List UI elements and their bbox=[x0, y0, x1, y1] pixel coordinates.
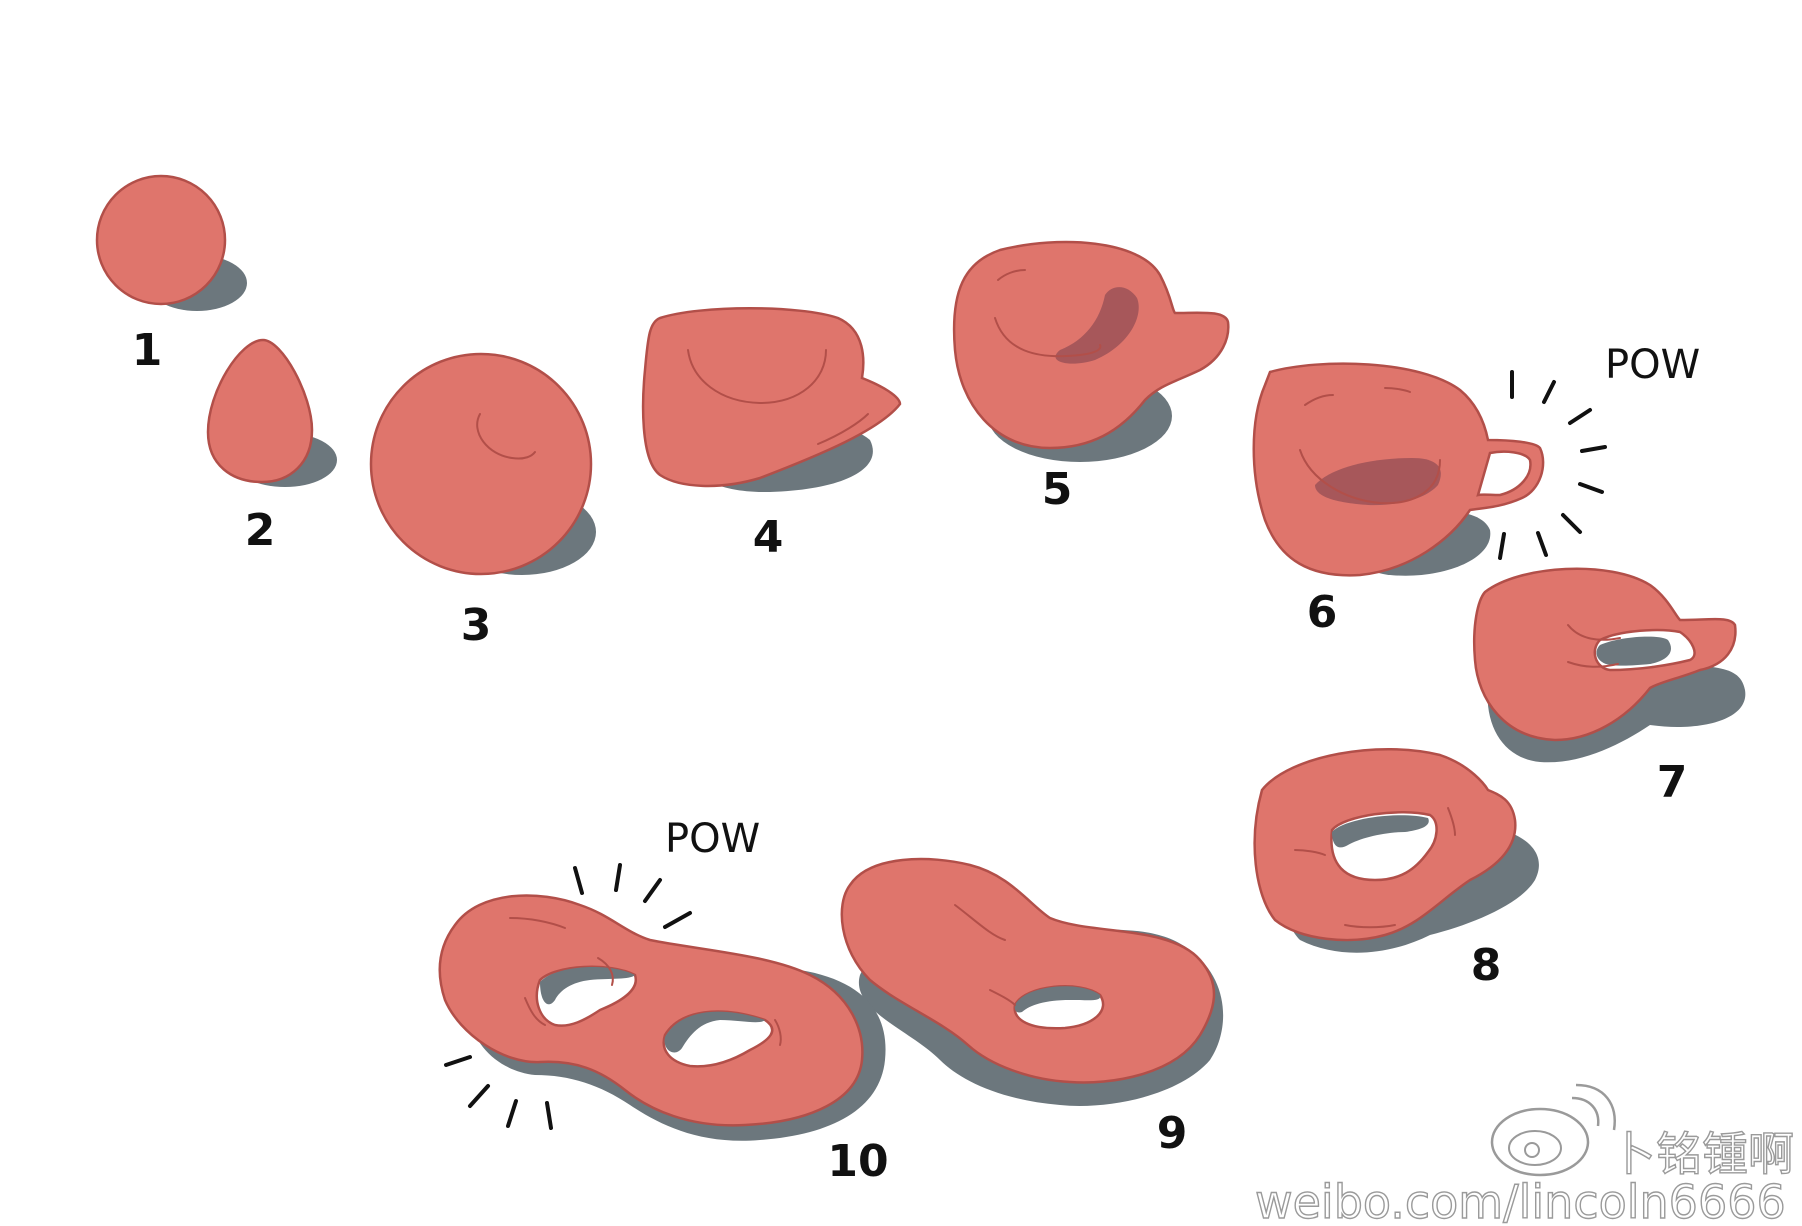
shape-4-lip-crease bbox=[817, 413, 869, 445]
step-label-6: 6 bbox=[1307, 587, 1338, 638]
step-label-8: 8 bbox=[1471, 940, 1502, 991]
shape-6-top-crease-right bbox=[1384, 387, 1411, 393]
shape-9-inner-shadow bbox=[1014, 986, 1101, 1013]
shape-10-body bbox=[438, 894, 864, 1127]
step-label-7: 7 bbox=[1657, 757, 1688, 808]
shape-4-rim-crease bbox=[687, 349, 827, 405]
shape-3-body bbox=[369, 352, 593, 576]
step-label-5: 5 bbox=[1042, 464, 1073, 515]
shape-2-body bbox=[206, 338, 314, 484]
shape-9-body bbox=[840, 857, 1216, 1084]
impact-tick bbox=[614, 863, 622, 892]
shape-9-stretched-torus bbox=[840, 857, 1224, 1106]
shape-4-bowl bbox=[641, 307, 902, 493]
shape-5-rim-crease bbox=[994, 317, 1102, 358]
shape-1-body bbox=[95, 174, 227, 306]
impact-tick bbox=[1561, 513, 1582, 534]
shape-10-crease-left bbox=[524, 997, 546, 1026]
pow-label-upper: POW bbox=[1605, 342, 1700, 388]
impact-tick bbox=[506, 1099, 518, 1128]
step-label-2: 2 bbox=[245, 505, 276, 556]
shape-6-inner-hollow bbox=[1315, 458, 1441, 506]
impact-tick bbox=[573, 866, 584, 895]
watermark-url: weibo.com/lincoln6666 bbox=[1255, 1175, 1786, 1226]
step-label-1: 1 bbox=[132, 325, 163, 376]
shape-4-body bbox=[641, 307, 902, 488]
shape-10-crease-mid bbox=[597, 957, 614, 986]
watermark: 卜铭锺啊 weibo.com/lincoln6666 bbox=[1254, 1083, 1795, 1226]
step-label-9: 9 bbox=[1157, 1108, 1188, 1159]
shape-8-crease-right bbox=[1447, 807, 1456, 836]
impact-tick bbox=[663, 911, 692, 929]
impact-lines-upper bbox=[1498, 370, 1607, 560]
shape-10-double-torus bbox=[438, 894, 886, 1141]
shape-8-torus bbox=[1253, 747, 1539, 953]
shape-10-hole-left-shadow bbox=[540, 966, 635, 1005]
pow-label-lower: POW bbox=[665, 816, 760, 862]
impact-tick bbox=[1536, 531, 1548, 557]
step-label-10: 10 bbox=[827, 1136, 888, 1187]
shape-7-crease-b bbox=[1567, 661, 1619, 668]
shape-1-ball bbox=[95, 174, 247, 311]
shape-5-cup bbox=[952, 240, 1230, 462]
shape-9-crease-left bbox=[989, 989, 1016, 1006]
impact-tick bbox=[468, 1084, 490, 1108]
shape-6-handle-hole bbox=[1476, 450, 1532, 497]
shape-3-dimple bbox=[476, 413, 536, 460]
step-label-3: 3 bbox=[461, 600, 492, 651]
impact-tick bbox=[545, 1101, 553, 1130]
impact-tick bbox=[1542, 380, 1556, 404]
impact-tick bbox=[643, 878, 662, 903]
shape-7-inner-shadow bbox=[1596, 636, 1671, 666]
impact-tick bbox=[1568, 408, 1592, 425]
shape-10-hole-right-shadow bbox=[664, 1011, 765, 1053]
weibo-logo-icon bbox=[1490, 1083, 1616, 1177]
shape-8-crease-bottom bbox=[1344, 924, 1396, 929]
impact-tick bbox=[1578, 482, 1604, 494]
impact-tick bbox=[1498, 532, 1506, 560]
shape-5-top-crease bbox=[997, 269, 1026, 281]
step-label-4: 4 bbox=[753, 512, 784, 563]
shape-6-top-crease-left bbox=[1304, 394, 1334, 406]
shape-8-crease-left bbox=[1294, 849, 1326, 856]
impact-tick bbox=[1580, 445, 1607, 453]
shape-9-crease-top bbox=[954, 904, 1006, 941]
impact-tick bbox=[444, 1055, 472, 1067]
shape-8-inner-shadow bbox=[1332, 815, 1429, 848]
watermark-name: 卜铭锺啊 bbox=[1610, 1127, 1794, 1181]
shape-6-rim-crease bbox=[1299, 449, 1441, 505]
shape-10-crease-top bbox=[509, 917, 566, 929]
impact-lines-lower bbox=[444, 863, 692, 1130]
shape-6-mug bbox=[1252, 362, 1545, 577]
shape-7-crease-a bbox=[1567, 624, 1621, 641]
shape-5-inner-hollow bbox=[1055, 287, 1139, 364]
shape-2-teardrop bbox=[206, 338, 337, 487]
shape-7-mug-ring bbox=[1472, 567, 1746, 763]
shape-3-ball bbox=[369, 352, 596, 576]
shape-10-crease-right bbox=[774, 1019, 782, 1046]
